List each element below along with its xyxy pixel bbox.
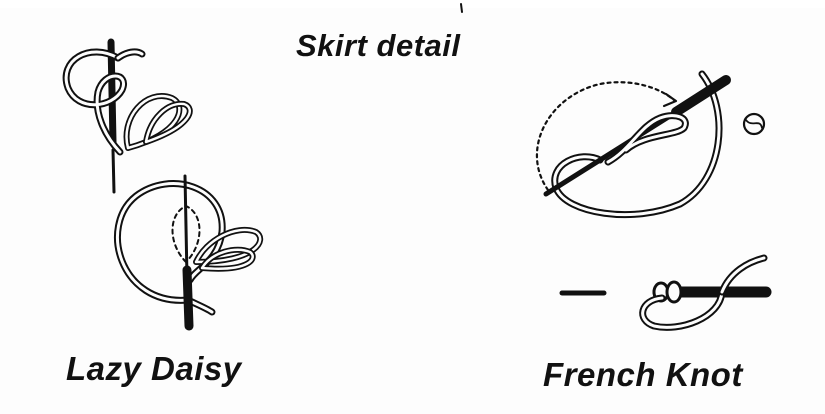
needle-icon [187, 270, 189, 326]
lazy-daisy-label: Lazy Daisy [66, 350, 242, 388]
page-title: Skirt detail [296, 28, 461, 64]
french-knot-label: French Knot [543, 356, 743, 394]
french-knot-step-2 [562, 258, 766, 327]
lazy-daisy-step-2 [117, 176, 260, 328]
lazy-daisy-step-1 [66, 42, 190, 192]
french-knot-step-1 [537, 74, 764, 215]
